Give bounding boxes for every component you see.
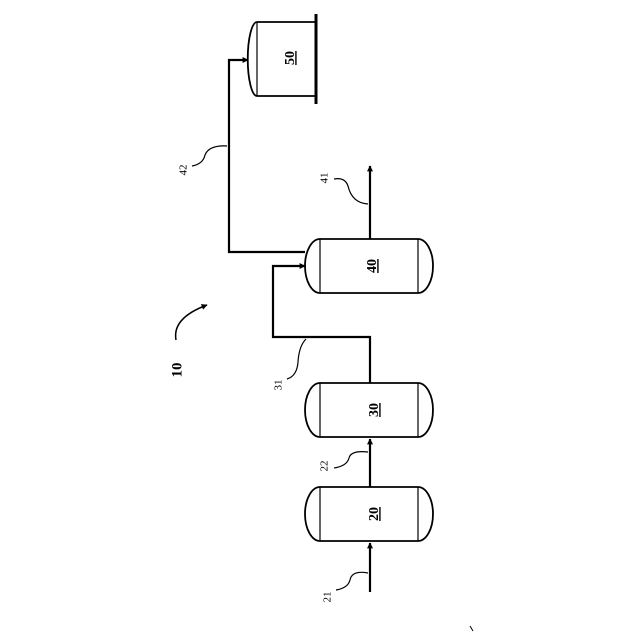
stream-22: 22	[319, 439, 370, 487]
stream-42-leader	[192, 146, 227, 166]
vessel-40: 40	[305, 239, 433, 293]
stream-21-leader	[336, 572, 368, 590]
system-label: 10	[169, 363, 185, 378]
system-pointer-arrow	[176, 305, 207, 340]
stream-31-label: 31	[273, 380, 285, 391]
vessel-50: 50	[248, 14, 316, 104]
vessel-30-label: 30	[367, 403, 382, 417]
stream-41-label: 41	[319, 173, 331, 184]
stream-42-label: 42	[178, 165, 190, 176]
vessel-20-label: 20	[367, 507, 382, 521]
page-mark	[470, 626, 473, 631]
stream-22-label: 22	[319, 461, 331, 472]
stream-21: 21	[322, 543, 370, 603]
stream-41-leader	[334, 179, 368, 204]
stream-22-leader	[334, 452, 368, 468]
stream-31-leader	[287, 339, 306, 379]
stream-41: 41	[319, 166, 370, 239]
stream-21-label: 21	[322, 592, 334, 603]
system-10: 10	[169, 305, 207, 378]
vessel-50-label: 50	[283, 51, 298, 65]
vessel-20: 20	[305, 487, 433, 541]
vessel-40-label: 40	[365, 259, 380, 273]
vessel-30: 30	[305, 383, 433, 437]
